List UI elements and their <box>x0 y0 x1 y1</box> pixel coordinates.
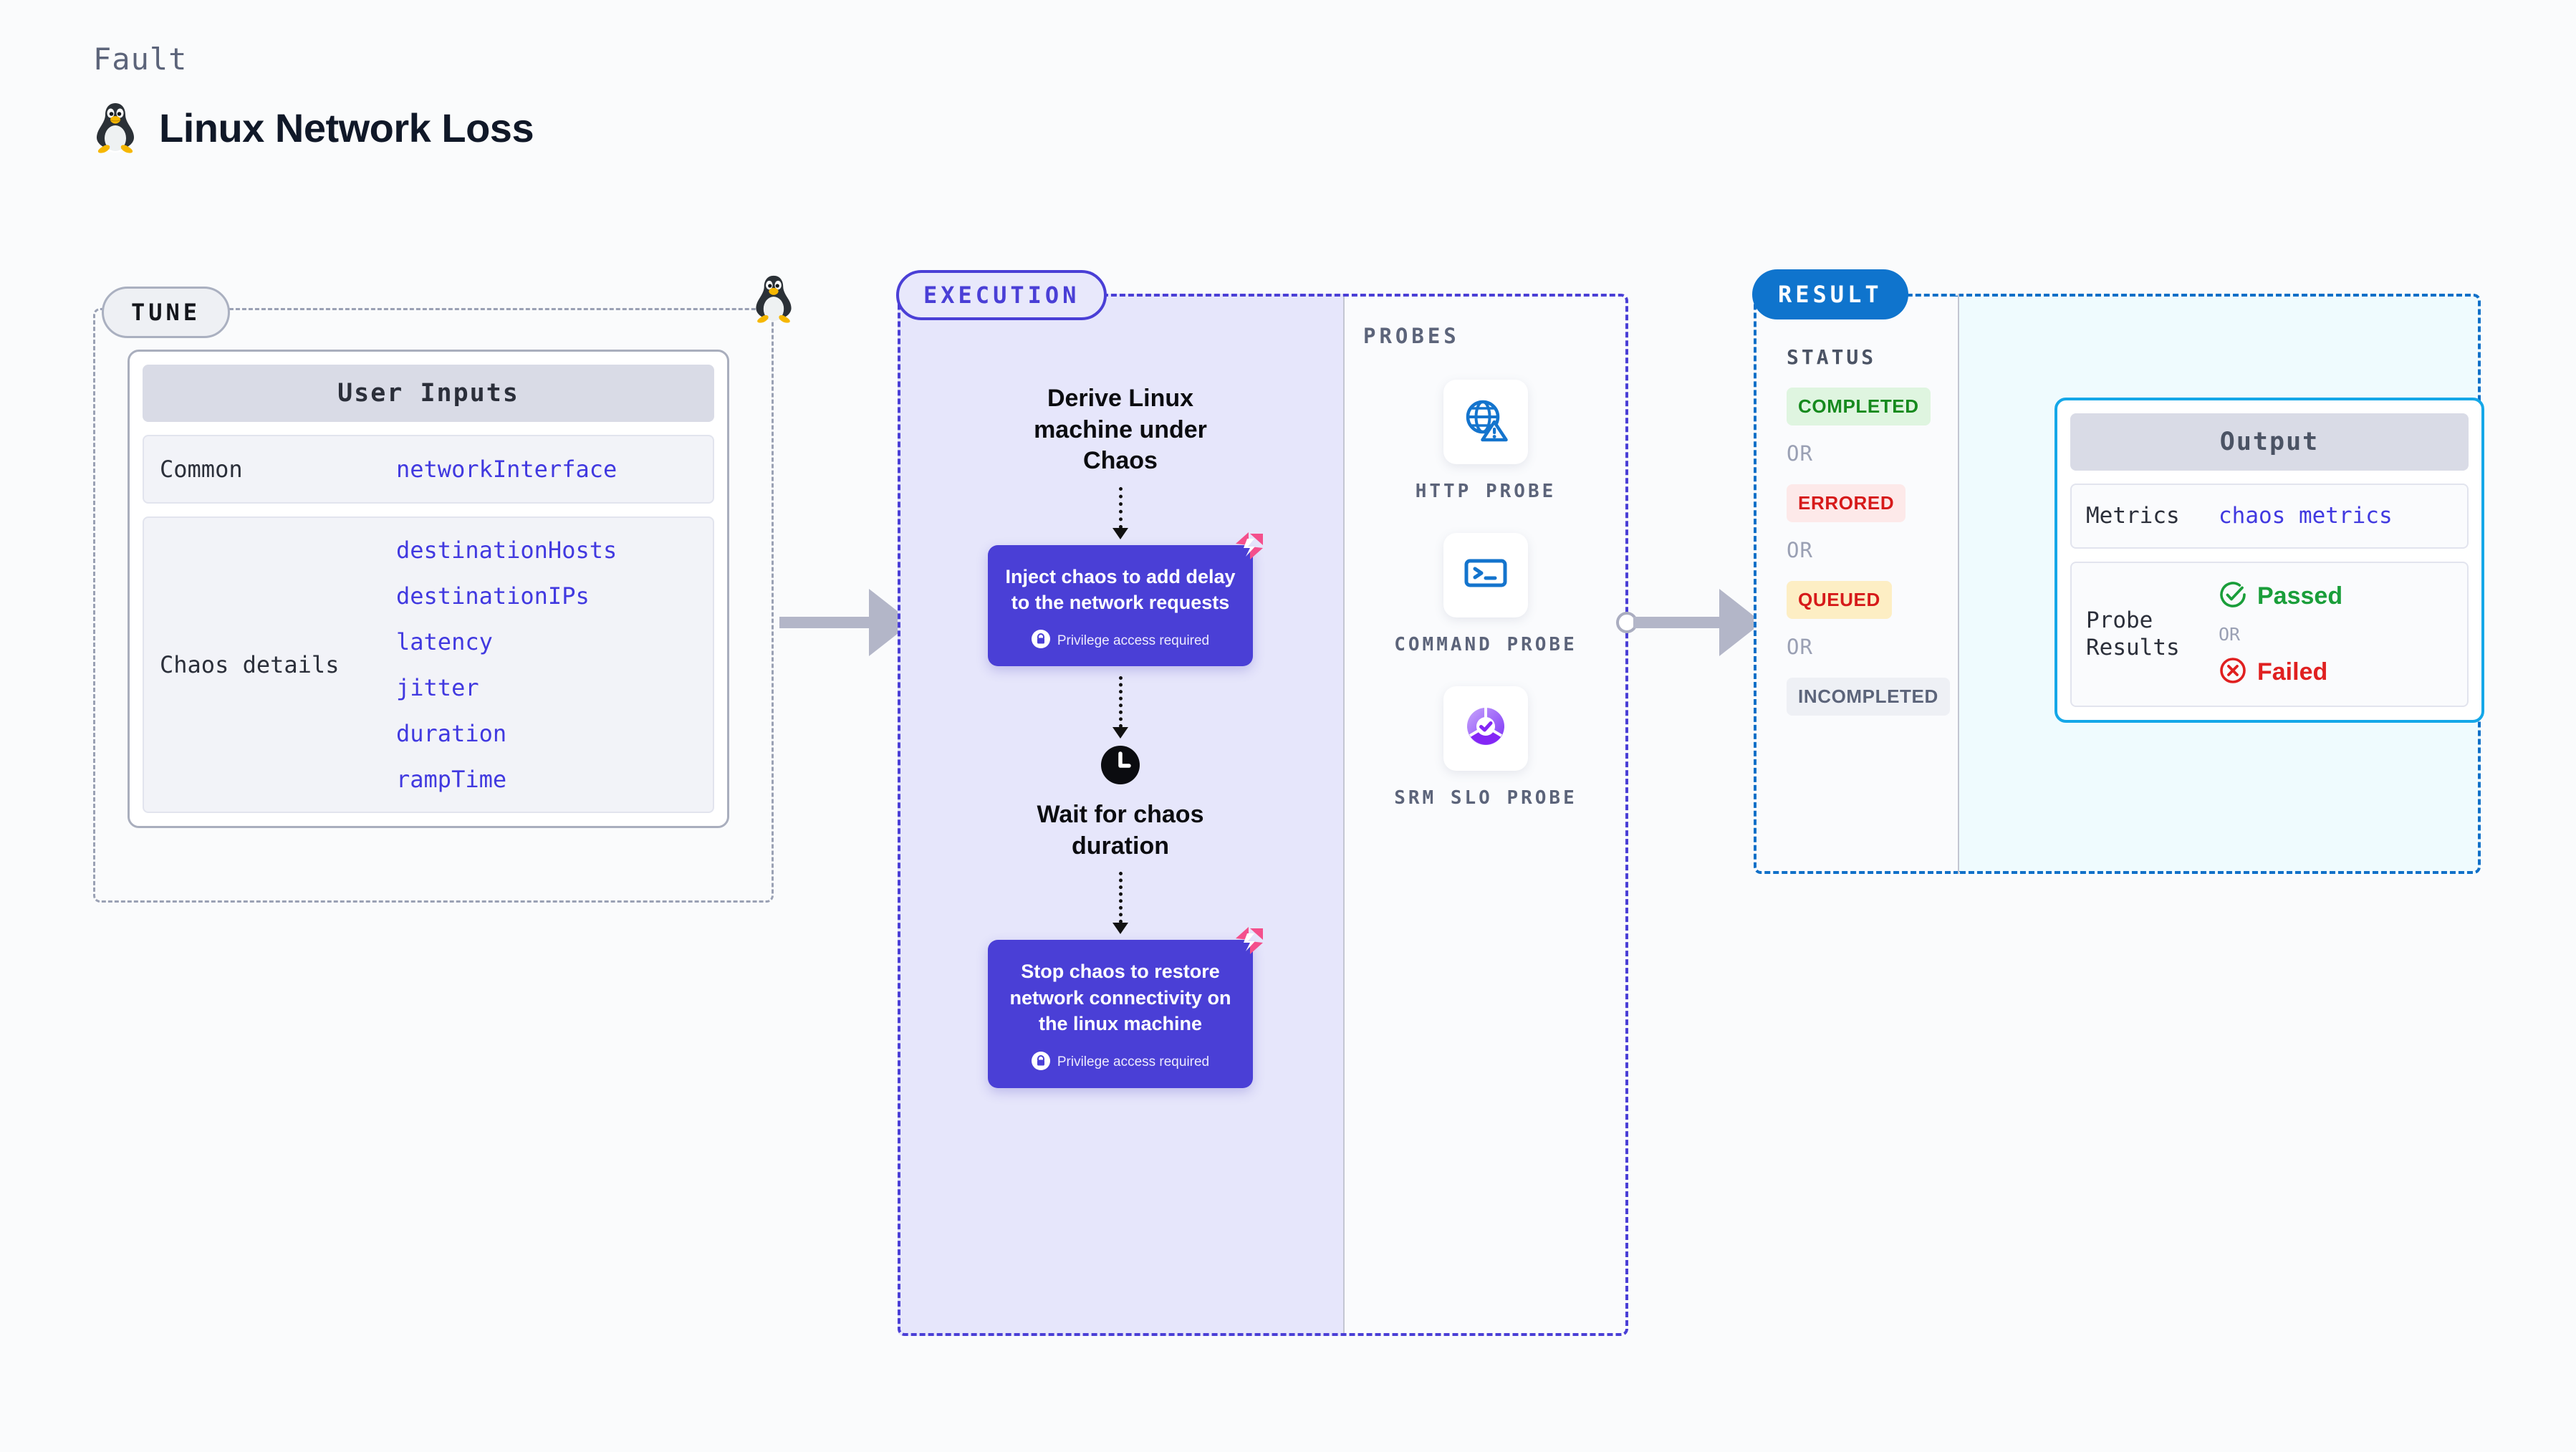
input-value[interactable]: destinationIPs <box>396 582 590 610</box>
input-value[interactable]: latency <box>396 628 493 655</box>
lock-icon <box>1031 630 1050 652</box>
output-row-label: Probe Results <box>2086 607 2180 661</box>
privilege-note-text: Privilege access required <box>1057 1054 1210 1070</box>
probes-section-label: PROBES <box>1363 324 1460 348</box>
harness-chaos-logo <box>1233 924 1266 961</box>
probes-list: HTTP PROBE COMMAND PROBE <box>1343 380 1628 810</box>
status-badge-queued: QUEUED <box>1787 581 1892 619</box>
status-column: STATUS COMPLETED OR ERRORED OR QUEUED OR… <box>1787 345 1959 716</box>
execution-card-title: Inject chaos to add delay to the network… <box>1005 565 1236 613</box>
privilege-note-text: Privilege access required <box>1057 633 1210 648</box>
input-value[interactable]: rampTime <box>396 766 507 793</box>
probe-card[interactable] <box>1443 380 1528 464</box>
status-title: STATUS <box>1787 345 1877 369</box>
execution-step-stop-card[interactable]: Stop chaos to restore network connectivi… <box>988 927 1263 1088</box>
probe-results-values: Passed OR Failed <box>2219 580 2342 688</box>
probe-result-failed-label: Failed <box>2257 658 2328 686</box>
check-circle-icon <box>2219 580 2247 612</box>
harness-chaos-logo <box>1233 529 1266 566</box>
input-value[interactable]: jitter <box>396 674 479 701</box>
user-inputs-header: User Inputs <box>143 365 714 422</box>
input-row-label: Common <box>160 456 243 483</box>
flow-arrow-icon <box>1112 486 1128 539</box>
probe-item-command[interactable]: COMMAND PROBE <box>1394 532 1577 658</box>
execution-card-title: Stop chaos to restore network connectivi… <box>1009 961 1231 1035</box>
flow-arrow-icon <box>1112 676 1128 739</box>
page-title: Linux Network Loss <box>159 105 534 150</box>
output-header: Output <box>2070 413 2469 471</box>
input-row-label: Chaos details <box>160 651 340 678</box>
output-metrics-value[interactable]: chaos metrics <box>2219 503 2393 529</box>
linux-tux-icon <box>93 101 138 154</box>
input-row-common: Common networkInterface <box>143 435 714 504</box>
execution-panel-background <box>898 294 1343 1336</box>
probe-result-passed-label: Passed <box>2257 582 2343 610</box>
input-value[interactable]: duration <box>396 720 507 747</box>
output-card: Output Metrics chaos metrics Probe Resul… <box>2054 398 2484 723</box>
execution-dashed-boundary <box>898 294 1628 1336</box>
status-badge-incompleted: INCOMPLETED <box>1787 678 1950 716</box>
panel-divider <box>1958 294 1959 874</box>
terminal-icon <box>1461 548 1511 602</box>
tune-pill-label: TUNE <box>102 287 231 338</box>
execution-step-wait: Wait for chaos duration <box>1037 801 1204 860</box>
result-section: RESULT STATUS COMPLETED OR ERRORED OR QU… <box>1752 269 2484 874</box>
status-badge-errored: ERRORED <box>1787 484 1906 522</box>
tune-section: TUNE User Inputs Common networkInterface… <box>93 275 792 903</box>
input-row-chaos-details: Chaos details destinationHosts destinati… <box>143 516 714 813</box>
globe-warning-icon <box>1461 395 1511 449</box>
probe-item-http[interactable]: HTTP PROBE <box>1416 380 1557 504</box>
execution-step-inject-card[interactable]: Inject chaos to add delay to the network… <box>988 532 1263 667</box>
linux-tux-icon <box>752 274 795 324</box>
execution-flow: Derive Linux machine under Chaos Inject … <box>898 294 1343 1088</box>
input-value[interactable]: networkInterface <box>396 456 617 483</box>
probe-item-srm-slo[interactable]: SRM SLO PROBE <box>1394 686 1577 811</box>
input-value[interactable]: destinationHosts <box>396 537 617 564</box>
title-row: Linux Network Loss <box>93 101 534 154</box>
status-or-label: OR <box>1787 635 1813 659</box>
slo-donut-check-icon <box>1461 701 1511 755</box>
execution-step-derive: Derive Linux machine under Chaos <box>1034 385 1207 475</box>
status-or-label: OR <box>1787 538 1813 562</box>
fault-kicker: Fault <box>93 42 188 77</box>
probes-panel-background <box>1343 294 1628 1336</box>
panel-divider <box>1343 294 1345 1336</box>
status-or-label: OR <box>1787 441 1813 466</box>
execution-probes-group: EXECUTION PROBES Derive Linux machine un… <box>896 270 1628 1336</box>
execution-pill-label: EXECUTION <box>896 270 1107 320</box>
user-inputs-card: User Inputs Common networkInterface Chao… <box>128 350 729 828</box>
output-row-probe-results: Probe Results Passed OR <box>2070 561 2469 707</box>
probe-card[interactable] <box>1443 686 1528 771</box>
probe-result-passed: Passed <box>2219 580 2342 612</box>
page-header: Fault Linux Network Loss <box>93 42 534 154</box>
input-row-values: destinationHosts destinationIPs latency … <box>396 537 617 793</box>
privilege-note: Privilege access required <box>1004 1051 1237 1074</box>
probe-label: HTTP PROBE <box>1415 481 1557 502</box>
probe-label: COMMAND PROBE <box>1394 633 1577 655</box>
tune-dashed-boundary <box>93 308 774 903</box>
clock-icon <box>1101 746 1140 788</box>
x-circle-icon <box>2219 656 2247 688</box>
output-row-metrics: Metrics chaos metrics <box>2070 484 2469 549</box>
privilege-note: Privilege access required <box>1004 630 1237 652</box>
input-row-values: networkInterface <box>396 456 617 483</box>
probe-label: SRM SLO PROBE <box>1394 787 1577 809</box>
probe-card[interactable] <box>1443 532 1528 617</box>
probe-result-or-label: OR <box>2219 623 2241 645</box>
output-row-label: Metrics <box>2086 503 2180 529</box>
lock-icon <box>1031 1051 1050 1074</box>
flow-arrow-icon <box>1112 872 1128 935</box>
result-pill-label: RESULT <box>1752 269 1908 319</box>
probe-result-failed: Failed <box>2219 656 2342 688</box>
status-badge-completed: COMPLETED <box>1787 388 1931 425</box>
